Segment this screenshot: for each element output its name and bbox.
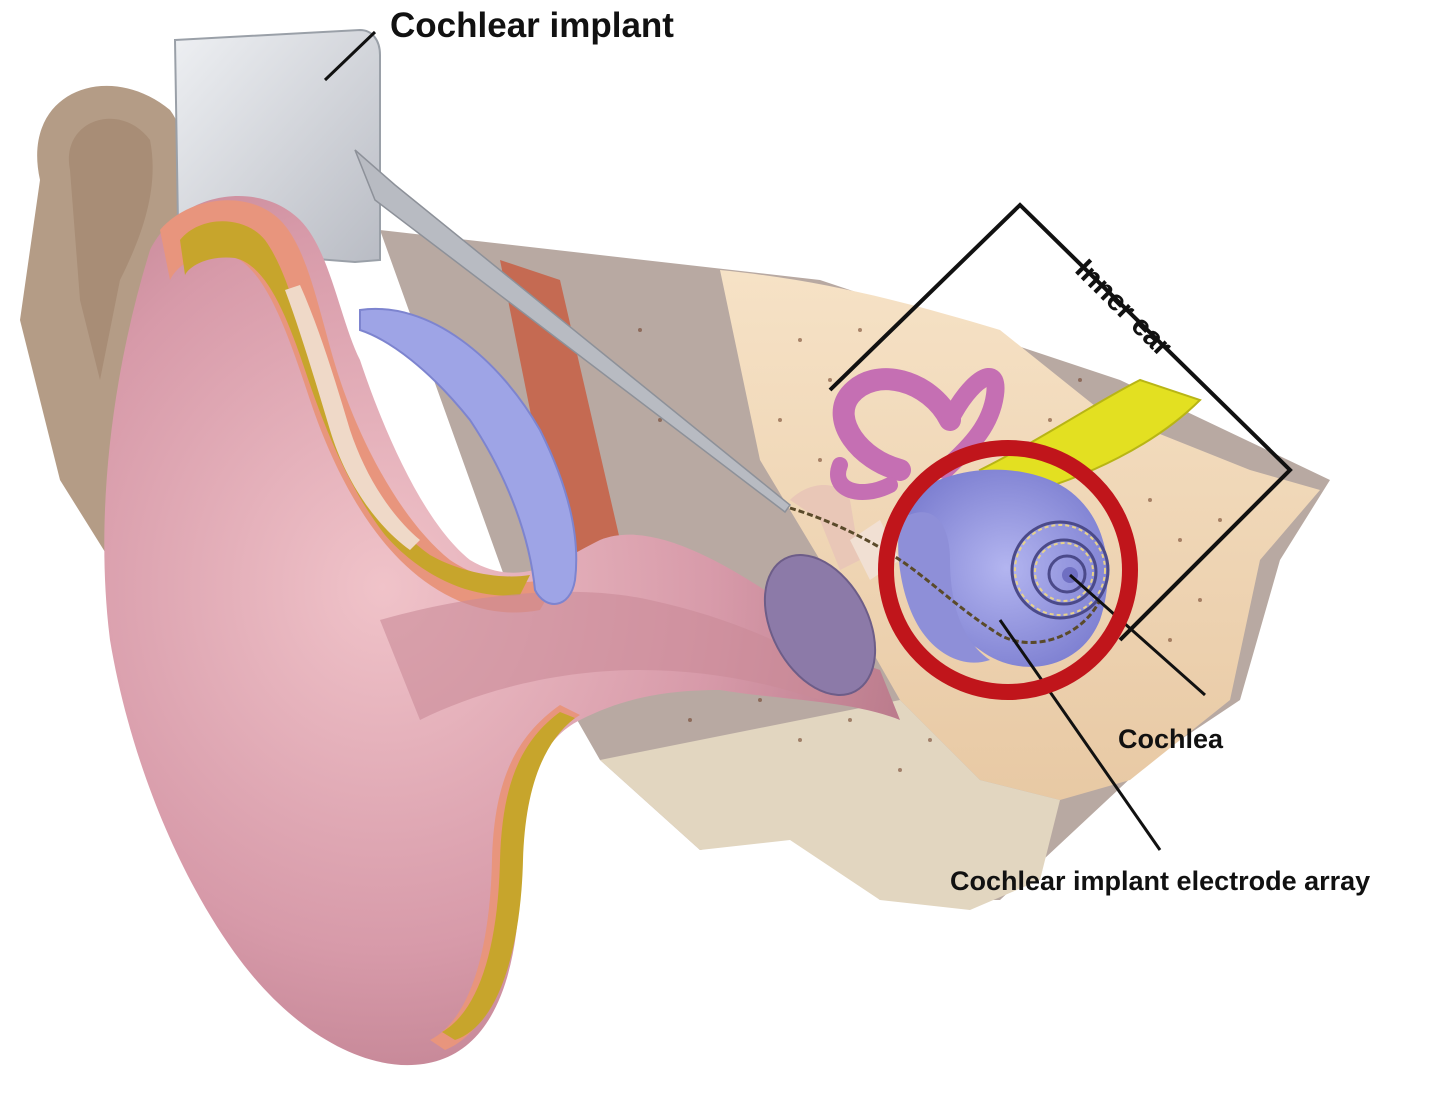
label-electrode-array: Cochlear implant electrode array [950, 868, 1370, 895]
label-cochlear-implant: Cochlear implant [390, 8, 674, 43]
cochlea [898, 470, 1108, 667]
label-cochlea: Cochlea [1118, 726, 1223, 753]
